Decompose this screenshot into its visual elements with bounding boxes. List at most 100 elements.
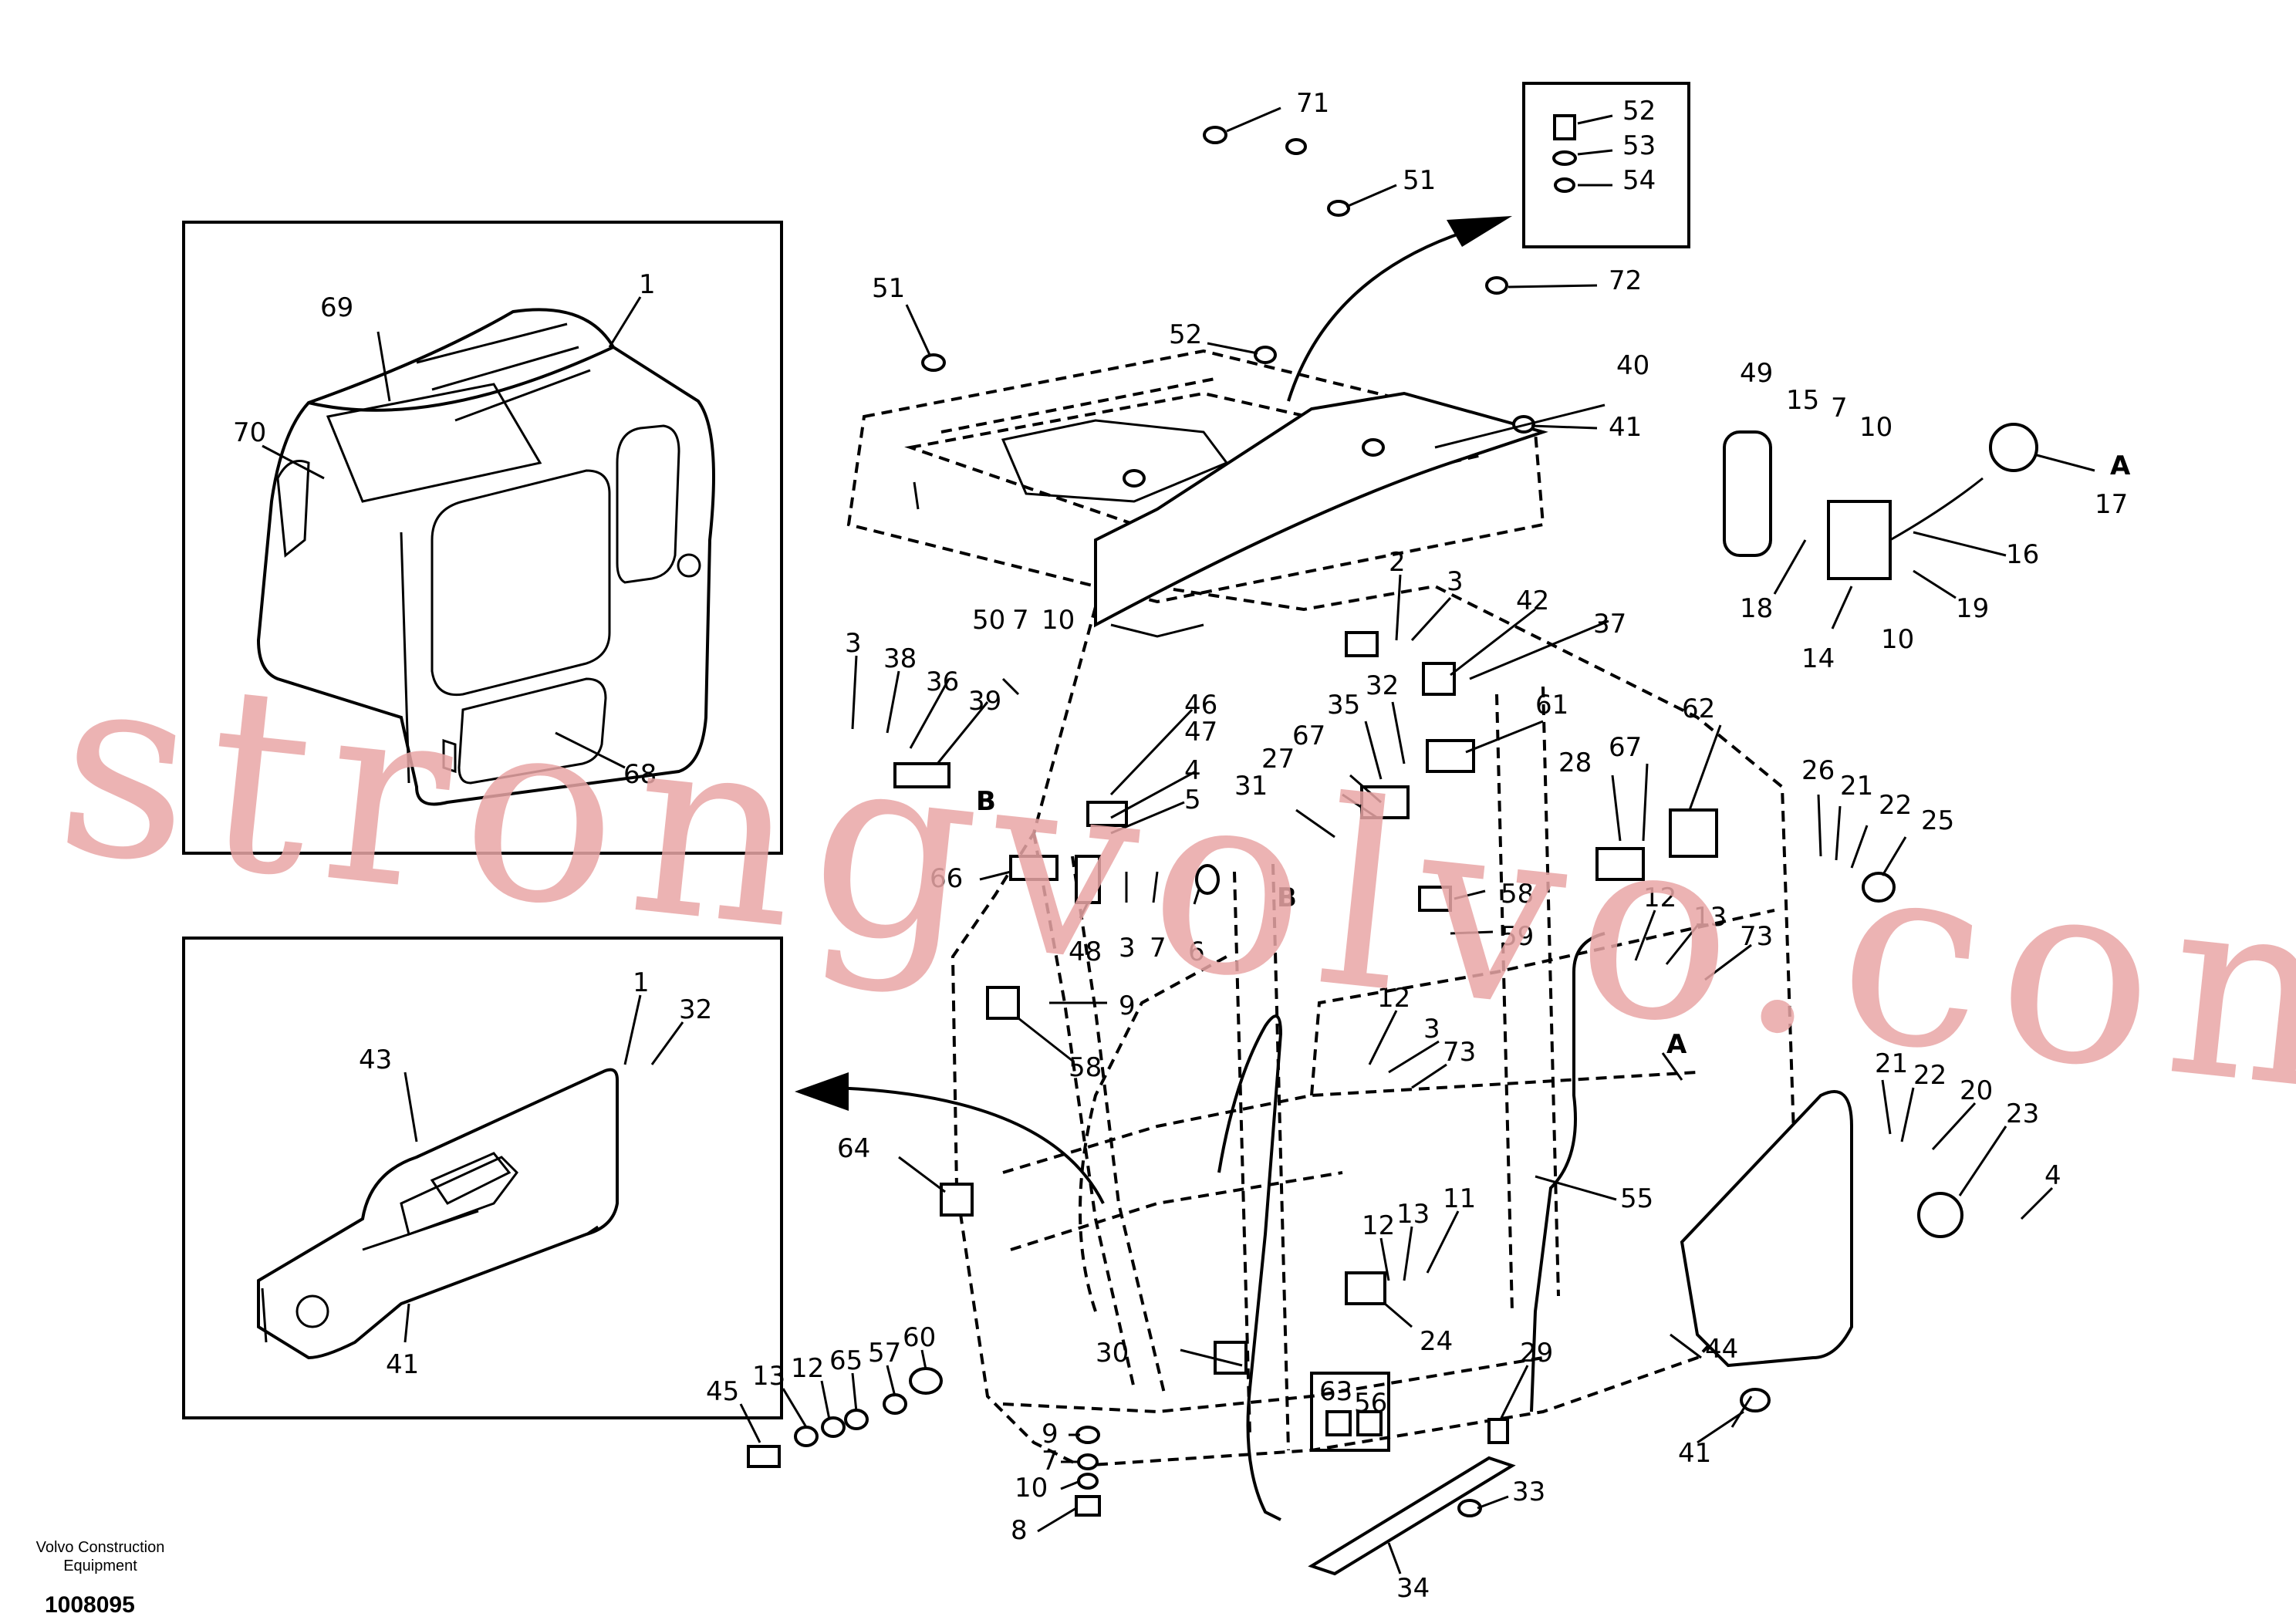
callout-25: 25 (1921, 805, 1954, 836)
grab-rail-55 (1530, 932, 1606, 1412)
callout-43: 43 (359, 1045, 392, 1075)
sunroof-frame (1001, 419, 1229, 503)
washer-57 (883, 1393, 907, 1415)
callout-4: 4 (1184, 755, 1201, 786)
belt-line (1002, 1071, 1698, 1174)
callout-33: 33 (1512, 1477, 1545, 1507)
arrow-door-curve (832, 1086, 1105, 1204)
footer-company-line1: Volvo Construction (36, 1539, 165, 1556)
callout-13: 13 (1693, 902, 1727, 933)
callout-58: 58 (1501, 879, 1534, 910)
roof-panel (326, 383, 542, 503)
bolt-45 (747, 1445, 781, 1468)
arrow-door-head (795, 1072, 849, 1111)
callout-32: 32 (679, 994, 712, 1025)
callout-71: 71 (1296, 88, 1329, 119)
callout-6: 6 (1188, 937, 1205, 967)
callout-7: 7 (1150, 933, 1167, 964)
callout-36: 36 (926, 667, 959, 697)
catch-58b (986, 986, 1020, 1020)
washer-53 (1552, 150, 1577, 166)
washer-7 (1077, 1453, 1099, 1470)
callout-22: 22 (1879, 790, 1912, 821)
bracket-24 (1345, 1271, 1386, 1305)
callout-10: 10 (1881, 624, 1914, 655)
callout-17: 17 (2095, 489, 2128, 520)
knob-25 (1862, 872, 1896, 903)
callout-67: 67 (1292, 721, 1325, 751)
callout-7: 7 (1012, 605, 1029, 636)
roof-outline (846, 349, 1545, 604)
step-plate-34 (1308, 1456, 1516, 1576)
callout-35: 35 (1327, 690, 1360, 721)
callout-3: 3 (1423, 1014, 1440, 1045)
bolt-52b (1553, 114, 1576, 140)
clip-2 (1345, 631, 1379, 657)
arrow-roof-curve (1287, 230, 1467, 402)
callout-47: 47 (1184, 717, 1217, 748)
bolt-72 (1485, 276, 1508, 295)
callout-14: 14 (1801, 643, 1835, 674)
door-handle (442, 738, 457, 774)
rear-panel-44 (1680, 1090, 1853, 1368)
detail-box-52-54 (1522, 82, 1690, 248)
part-56 (1356, 1410, 1383, 1436)
callout-44: 44 (1705, 1334, 1738, 1365)
callout-7: 7 (1831, 393, 1848, 424)
callout-30: 30 (1096, 1338, 1129, 1369)
callout-41: 41 (1609, 412, 1642, 443)
callout-20: 20 (1960, 1075, 1993, 1106)
callout-38: 38 (883, 643, 917, 674)
cab-body (256, 308, 715, 806)
handle-recess (400, 1156, 518, 1236)
screw-33 (1457, 1499, 1482, 1517)
part-63 (1325, 1410, 1352, 1436)
nut-51 (1327, 200, 1350, 217)
callout-11: 11 (1443, 1183, 1476, 1214)
callout-45: 45 (706, 1376, 739, 1407)
bushing-60 (909, 1367, 943, 1395)
callout-70: 70 (233, 417, 266, 448)
callout-12: 12 (791, 1353, 824, 1384)
callout-10: 10 (1015, 1473, 1048, 1504)
callout-52: 52 (1622, 96, 1656, 127)
callout-12: 12 (1643, 883, 1676, 913)
spacer-65 (844, 1409, 869, 1430)
panel-edge-detail (261, 1225, 599, 1343)
part-40-cover (1094, 391, 1548, 628)
bolt-71 (1203, 126, 1227, 144)
callout-labels: 71 51 51 52 53 54 52 72 40 41 50 7 10 1 … (233, 88, 2131, 1604)
hinge-38 (893, 762, 950, 788)
hardware-parts (747, 82, 2038, 1576)
roof-inner (904, 391, 1482, 535)
bracket-42 (1422, 662, 1456, 696)
document-number: 1008095 (45, 1592, 135, 1618)
callout-31: 31 (1234, 771, 1268, 802)
callout-67: 67 (1609, 732, 1642, 763)
callout-69: 69 (320, 292, 353, 323)
callout-26: 26 (1801, 755, 1835, 786)
callout-arrow-A: A (2110, 451, 2131, 481)
callout-3: 3 (1447, 566, 1464, 597)
knob-6 (1195, 864, 1220, 895)
callout-65: 65 (829, 1345, 863, 1376)
callout-22: 22 (1913, 1060, 1947, 1091)
nut-51b (921, 353, 946, 372)
callout-57: 57 (868, 1338, 901, 1369)
callout-61: 61 (1535, 690, 1568, 721)
callout-27: 27 (1261, 744, 1295, 775)
callout-49: 49 (1740, 358, 1773, 389)
callout-52: 52 (1169, 319, 1202, 350)
callout-66: 66 (930, 863, 963, 894)
callout-8: 8 (1011, 1515, 1028, 1546)
window-sill (1310, 909, 1775, 1096)
bracket-14 (1827, 500, 1892, 580)
floor-line (1002, 1356, 1544, 1414)
callout-34: 34 (1396, 1573, 1430, 1604)
door-lower-panel (458, 677, 607, 785)
roof-cover-sheet (1001, 391, 1548, 638)
leader-lines (262, 106, 2095, 1574)
grommet (1123, 469, 1146, 488)
